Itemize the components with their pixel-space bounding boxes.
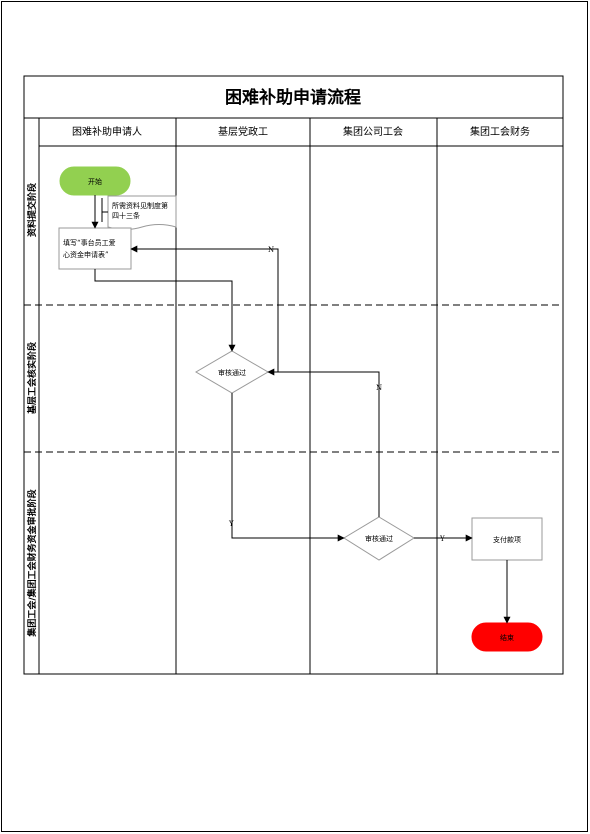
column-header-grassroots: 基层党政工 <box>218 125 268 138</box>
note-line-2: 四十三条 <box>112 211 140 220</box>
start-node-label: 开始 <box>88 177 102 186</box>
edge-review1-yes-label: Y <box>228 520 234 528</box>
edge-review1-no-label: N <box>268 246 274 254</box>
diagram-title: 困难补助申请流程 <box>225 87 361 108</box>
edge-review2-no-label: N <box>376 384 382 392</box>
column-header-union-finance: 集团工会财务 <box>470 125 530 138</box>
pay-node-label: 支付款项 <box>493 535 521 544</box>
end-node-label: 结束 <box>500 633 514 642</box>
review-decision-group <box>343 516 415 561</box>
edge-review1-yes <box>231 393 345 542</box>
edge-fill-to-review1 <box>94 269 236 352</box>
phase-label-approval: 集团工会/集团工会财务资金审批阶段 <box>26 488 38 637</box>
note-line-1: 所需资料见制度第 <box>112 201 168 210</box>
diagram-frame <box>23 75 564 675</box>
phase-label-verification: 基层工会核实阶段 <box>26 341 38 415</box>
edge-review2-no-return <box>267 368 380 517</box>
column-header-group-union: 集团公司工会 <box>343 125 403 138</box>
edge-review1-no-return <box>130 245 279 373</box>
pay-node <box>471 517 543 561</box>
edge-review2-yes-label: Y <box>439 535 445 543</box>
phase-label-submission: 资料提交阶段 <box>26 182 38 237</box>
column-header-applicant: 困难补助申请人 <box>72 125 142 138</box>
fill-form-node <box>58 227 132 270</box>
fill-form-line-2: 心资金申请表” <box>63 250 109 259</box>
review-decision-grassroots-label: 审核通过 <box>218 368 246 377</box>
fill-form-line-1: 填写“事台员工爱 <box>63 238 116 247</box>
review-decision-group-label: 审核通过 <box>365 534 393 543</box>
